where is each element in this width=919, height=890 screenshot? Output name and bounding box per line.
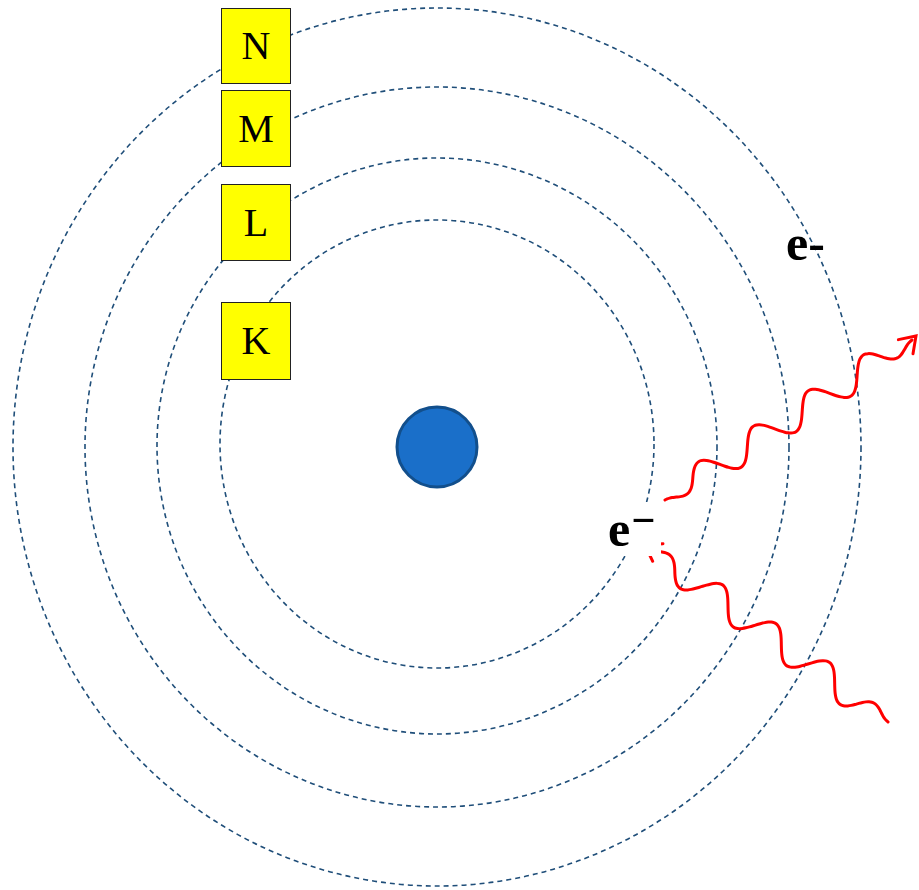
electron-label: e- bbox=[786, 218, 825, 268]
k-shell-orbit bbox=[220, 220, 654, 668]
shell-label-box: L bbox=[221, 184, 291, 261]
outgoing-photon bbox=[665, 340, 912, 500]
electron-label: e⁻ bbox=[604, 502, 661, 556]
shell-label-box: N bbox=[221, 8, 291, 84]
nucleus bbox=[397, 407, 477, 487]
n-shell-orbit bbox=[13, 8, 861, 886]
shell-letter: K bbox=[242, 321, 271, 361]
shell-label-box: M bbox=[221, 90, 291, 167]
shell-label-box: K bbox=[221, 302, 291, 380]
m-shell-orbit bbox=[85, 87, 789, 807]
shell-letter: L bbox=[244, 203, 268, 243]
photon-arrowhead bbox=[898, 336, 916, 354]
shell-letter: N bbox=[242, 26, 271, 66]
l-shell-orbit bbox=[157, 158, 717, 734]
shell-letter: M bbox=[238, 109, 274, 149]
incoming-photon bbox=[648, 548, 888, 722]
